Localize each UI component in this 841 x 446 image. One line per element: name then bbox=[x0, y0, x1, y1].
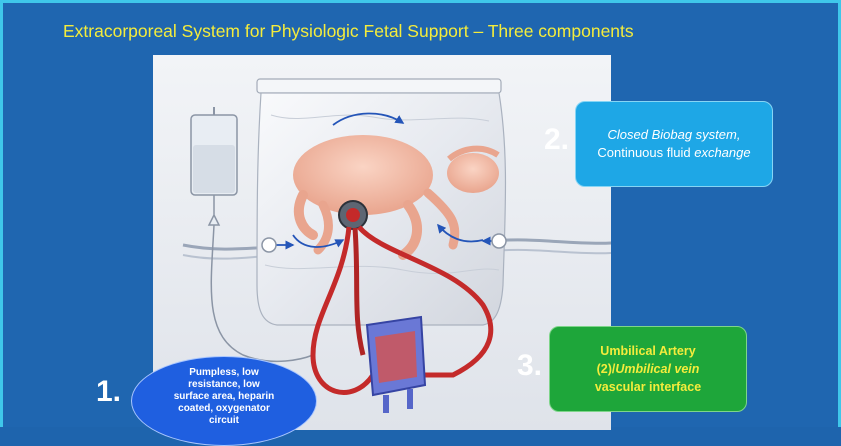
slide-title: Extracorporeal System for Physiologic Fe… bbox=[63, 21, 634, 42]
umbilical-callout-line3: vascular interface bbox=[595, 378, 701, 396]
component-number-1: 1. bbox=[96, 375, 121, 409]
component-number-3: 3. bbox=[517, 349, 542, 383]
biobag-callout-line1: Closed Biobag system, bbox=[608, 126, 741, 144]
umbilical-callout-line1: Umbilical Artery bbox=[600, 342, 695, 360]
slide: Extracorporeal System for Physiologic Fe… bbox=[0, 0, 841, 427]
fluid-port-icon bbox=[262, 238, 276, 252]
component-number-2: 2. bbox=[544, 123, 569, 157]
umbilical-callout-line2: (2)/Umbilical vein bbox=[597, 360, 700, 378]
umbilical-callout: Umbilical Artery (2)/Umbilical vein vasc… bbox=[549, 326, 747, 412]
biobag-frame-bar bbox=[257, 79, 501, 93]
umbilical-connector-icon bbox=[339, 201, 367, 229]
biobag-callout: Closed Biobag system, Continuous fluid e… bbox=[575, 101, 773, 187]
fluid-port-icon bbox=[492, 234, 506, 248]
oxygenator-callout: Pumpless, low resistance, low surface ar… bbox=[131, 356, 317, 446]
biobag-callout-line2: Continuous fluid exchange bbox=[597, 144, 750, 162]
